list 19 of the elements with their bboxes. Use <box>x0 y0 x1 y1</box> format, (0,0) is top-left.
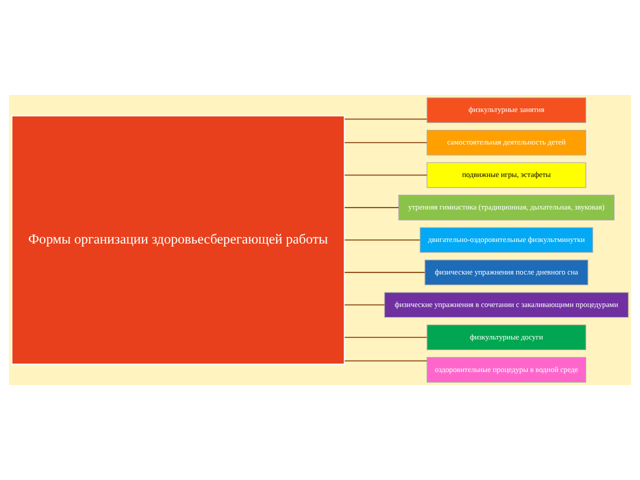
node-box: физические упражнения после дневного сна <box>424 260 588 286</box>
node-box: двигательно-оздоровительные физкультминутки <box>420 227 594 253</box>
node-box: Формы организации здоровьесберегающей работы <box>11 115 346 365</box>
connector <box>344 142 427 144</box>
connector <box>344 272 425 273</box>
connector <box>344 174 427 176</box>
node-box: физические упражнения в сочетании с закаливающими процедурами <box>384 292 629 318</box>
connector <box>344 118 427 120</box>
connector <box>344 336 427 338</box>
node-box: оздоровительные процедуры в водной среде <box>426 357 586 383</box>
node-box: физкультурные занятия <box>426 97 586 123</box>
node-box: утренняя гимнастика (традиционная, дыхательная, звуковая) <box>398 194 614 220</box>
connector <box>344 360 427 362</box>
connector <box>344 239 420 241</box>
connector <box>344 207 399 208</box>
connector <box>344 304 384 306</box>
node-box: физкультурные досуги <box>426 324 586 350</box>
node-box: самостоятельная деятельность детей <box>426 130 586 156</box>
node-box: подвижные игры, эстафеты <box>426 162 586 188</box>
